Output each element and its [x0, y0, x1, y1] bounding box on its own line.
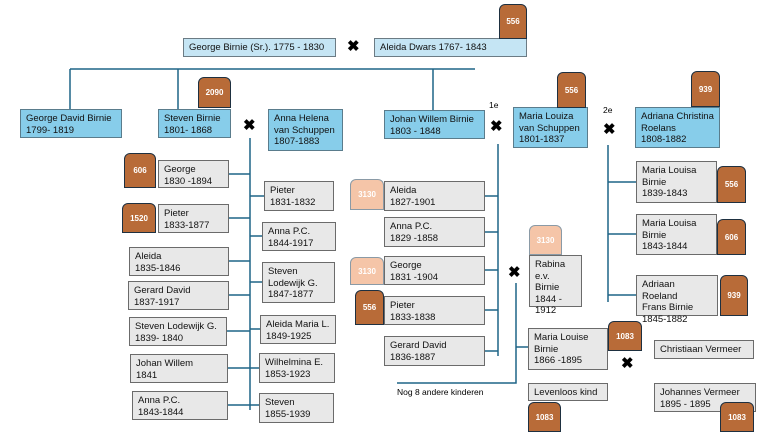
- tag-badge: 606: [124, 153, 156, 188]
- tag-badge: 939: [720, 275, 748, 316]
- person-christiaan-vermeer: Christiaan Vermeer: [654, 340, 754, 359]
- more-children-note: Nog 8 andere kinderen: [397, 387, 484, 397]
- child-box: Maria Louisa Birnie 1843-1844: [636, 214, 717, 255]
- child-box: Anna P.C. 1829 -1858: [384, 217, 485, 247]
- tag-badge: 606: [717, 219, 746, 255]
- child-box: Gerard David 1836-1887: [384, 336, 485, 366]
- tag-badge: 2090: [198, 77, 231, 108]
- tag-badge: 1083: [528, 402, 561, 432]
- child-box: Adriaan Roeland Frans Birnie 1845-1882: [636, 275, 718, 325]
- marriage-icon: ✖: [621, 355, 634, 372]
- tag-badge: 1520: [122, 203, 156, 233]
- child-box: Anna P.C. 1844-1917: [262, 222, 336, 251]
- tag-badge: 556: [355, 290, 384, 325]
- marriage-icon: ✖: [490, 118, 503, 135]
- first-marriage-label: 1e: [489, 100, 499, 110]
- child-box: Aleida Maria L. 1849-1925: [260, 315, 336, 344]
- person-aleida-dwars: Aleida Dwars 1767- 1843: [374, 38, 527, 57]
- marriage-icon: ✖: [603, 121, 616, 138]
- tag-badge: 3130: [350, 179, 384, 210]
- child-box: Steven Lodewijk G. 1847-1877: [262, 262, 335, 303]
- person-anna-helena: Anna Helena van Schuppen 1807-1883: [268, 109, 343, 151]
- marriage-icon: ✖: [508, 264, 521, 281]
- child-box: Johan Willem 1841: [130, 354, 228, 383]
- tag-badge: 1083: [608, 321, 642, 351]
- tag-badge: 3130: [350, 257, 384, 285]
- tag-badge: 556: [557, 72, 586, 108]
- person-maria-louiza: Maria Louiza van Schuppen 1801-1837: [513, 107, 588, 148]
- child-box: Maria Louisa Birnie 1839-1843: [636, 161, 717, 203]
- person-johan-willem-birnie: Johan Willem Birnie 1803 - 1848: [384, 110, 485, 139]
- person-george-birnie-sr: George Birnie (Sr.). 1775 - 1830: [183, 38, 336, 57]
- child-box: Aleida 1827-1901: [384, 181, 485, 211]
- child-box: Steven Lodewijk G. 1839- 1840: [129, 317, 227, 346]
- child-box: Wilhelmina E. 1853-1923: [259, 353, 335, 383]
- person-maria-louise-birnie: Maria Louise Birnie 1866 -1895: [528, 328, 608, 370]
- tag-badge: 939: [691, 71, 720, 107]
- child-box: Gerard David 1837-1917: [128, 281, 229, 310]
- child-box: Pieter 1833-1877: [158, 204, 229, 233]
- person-steven-birnie: Steven Birnie 1801- 1868: [158, 109, 231, 138]
- person-adriana-roelans: Adriana Christina Roelans 1808-1882: [635, 107, 720, 148]
- child-box: Steven 1855-1939: [259, 393, 334, 423]
- tag-badge: 556: [717, 166, 746, 203]
- child-box: Pieter 1831-1832: [264, 181, 334, 211]
- person-george-david-birnie: George David Birnie 1799- 1819: [20, 109, 122, 138]
- child-box: George 1830 -1894: [158, 160, 229, 188]
- tag-badge: 556: [499, 4, 527, 39]
- second-marriage-label: 2e: [603, 105, 613, 115]
- child-box: Anna P.C. 1843-1844: [132, 391, 228, 420]
- marriage-icon: ✖: [243, 117, 256, 134]
- child-levenloos-kind: Levenloos kind: [528, 383, 608, 401]
- marriage-icon: ✖: [347, 38, 360, 55]
- child-box: Aleida 1835-1846: [129, 247, 229, 276]
- child-box: George 1831 -1904: [384, 256, 485, 285]
- person-rabina: Rabina e.v. Birnie 1844 - 1912: [529, 255, 582, 316]
- tag-badge: 3130: [529, 225, 562, 255]
- tag-badge: 1083: [720, 402, 754, 432]
- child-box: Pieter 1833-1838: [384, 296, 485, 325]
